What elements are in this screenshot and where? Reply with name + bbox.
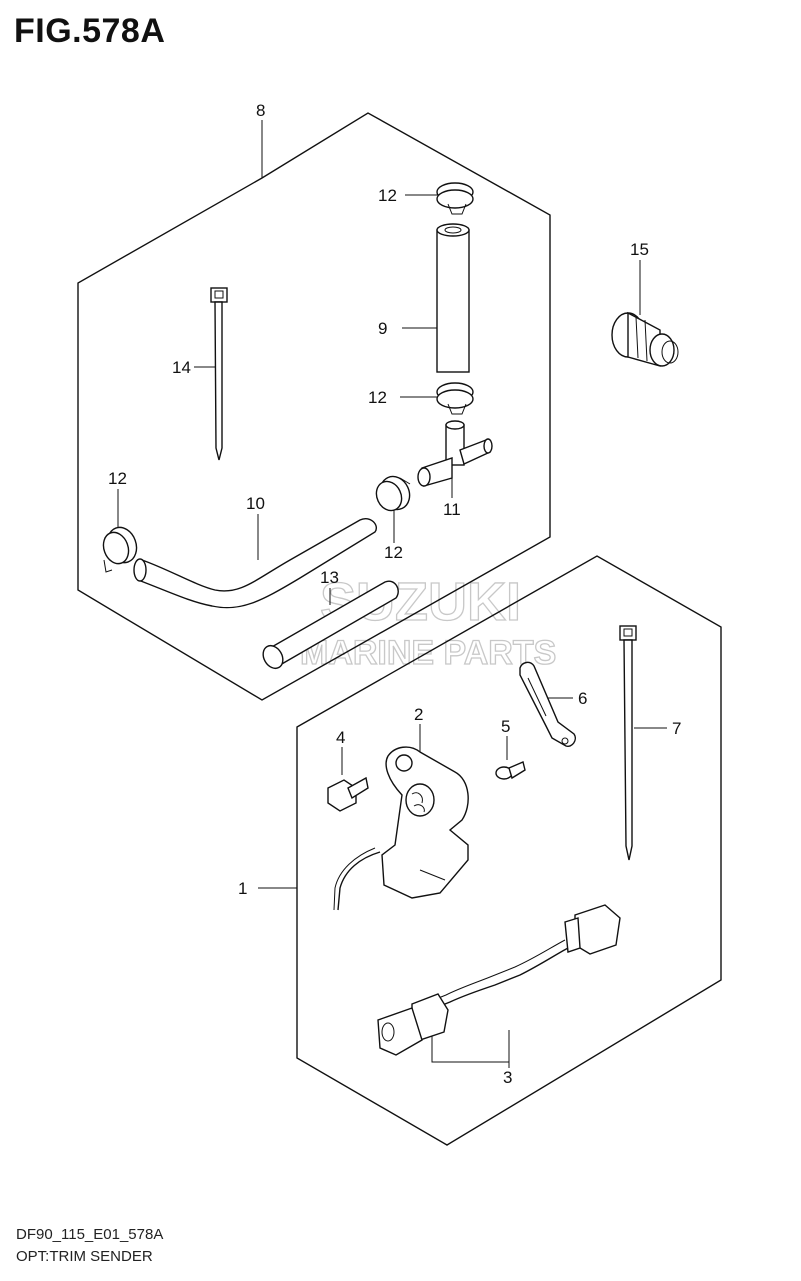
hose-13 (262, 580, 399, 670)
callout-numbers: 8 12 9 12 14 12 10 11 12 13 15 1 2 4 5 6… (108, 101, 681, 1087)
hose-clip-12-mid (436, 382, 474, 415)
bolt-4 (327, 776, 369, 812)
callout-7: 7 (672, 719, 681, 738)
leader-lines (117, 120, 667, 1068)
watermark: SUZUKI MARINE PARTS (299, 571, 557, 672)
figure-subtitle: OPT:TRIM SENDER (16, 1248, 153, 1265)
t-joint-11 (417, 420, 493, 487)
callout-1: 1 (238, 879, 247, 898)
callout-8: 8 (256, 101, 265, 120)
harness-3 (377, 904, 621, 1056)
hose-9 (436, 223, 470, 373)
screw-5 (495, 761, 526, 780)
cable-tie-7 (619, 625, 637, 861)
cable-tie-14 (210, 287, 228, 461)
callout-12-left: 12 (108, 469, 127, 488)
kit-outline-upper (77, 112, 551, 701)
assembly-outline-lower (296, 555, 722, 1146)
callout-12-right: 12 (384, 543, 403, 562)
callout-11: 11 (443, 500, 461, 519)
callout-4: 4 (336, 728, 345, 747)
callout-9: 9 (378, 319, 387, 338)
hose-clip-12-right (375, 475, 411, 512)
callout-3: 3 (503, 1068, 512, 1087)
grommet-15 (611, 311, 679, 367)
hose-clip-12-left (102, 526, 138, 573)
strap-6 (519, 661, 576, 747)
hose-clip-12-top (436, 182, 474, 215)
figure-code: DF90_115_E01_578A (16, 1226, 164, 1243)
sender-wire (337, 851, 381, 911)
callout-12-top: 12 (378, 186, 397, 205)
figure-title: FIG.578A (14, 12, 166, 50)
hose-10 (133, 518, 377, 609)
callout-5: 5 (501, 717, 510, 736)
callout-10: 10 (246, 494, 265, 513)
callout-14: 14 (172, 358, 191, 377)
callout-13: 13 (320, 568, 339, 587)
callout-12-mid: 12 (368, 388, 387, 407)
trim-sender-2 (381, 746, 469, 899)
callout-2: 2 (414, 705, 423, 724)
callout-15: 15 (630, 240, 649, 259)
callout-6: 6 (578, 689, 587, 708)
